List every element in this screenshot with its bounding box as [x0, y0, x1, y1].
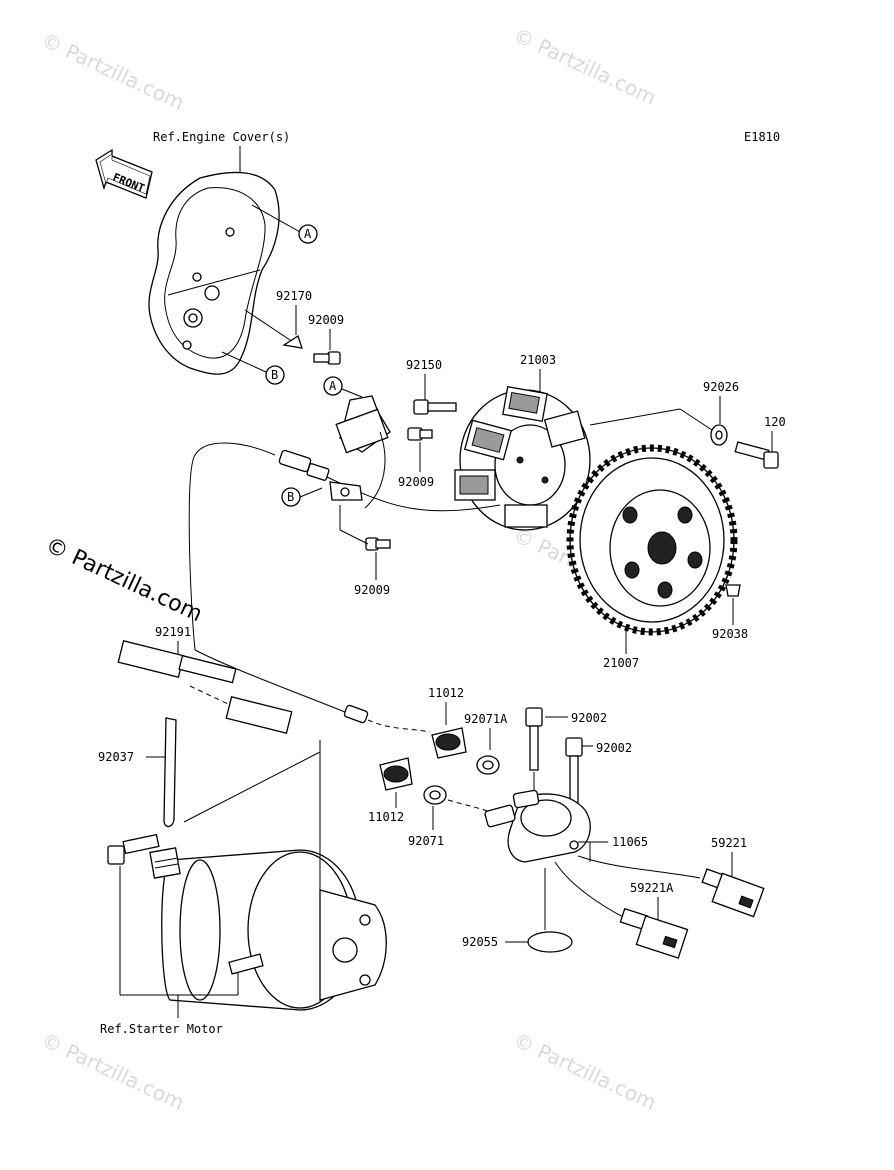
label-92002-bottom: 92002 [596, 741, 632, 755]
front-arrow-icon: FRONT [95, 148, 153, 199]
label-92009-mid: 92009 [398, 475, 434, 489]
label-92002-top: 92002 [571, 711, 607, 725]
cap-11012-lower [379, 757, 413, 791]
starter-bolt-top [107, 833, 160, 865]
connector-pickup [278, 449, 330, 481]
grommet-92170 [282, 335, 303, 349]
watermark-top-left: © Partzilla.com [38, 28, 188, 115]
bolt-92002-bottom [565, 737, 583, 805]
pickup-coil [335, 395, 391, 454]
key-92038 [725, 584, 741, 597]
diagram-code: E1810 [744, 130, 780, 144]
cap-11012-top [431, 727, 467, 759]
label-11012-lower: 11012 [368, 810, 404, 824]
label-92009-top: 92009 [308, 313, 344, 327]
starter-motor-drawing [149, 740, 387, 1011]
label-21007: 21007 [603, 656, 639, 670]
callout-a-lower-label: A [329, 379, 337, 393]
label-92170: 92170 [276, 289, 312, 303]
label-92037: 92037 [98, 750, 134, 764]
label-92055: 92055 [462, 935, 498, 949]
label-59221: 59221 [711, 836, 747, 850]
oring-92055 [527, 931, 573, 953]
watermark-bottom-left: © Partzilla.com [38, 1028, 188, 1115]
bolt-92009-top [313, 351, 341, 365]
grommet-92071A [476, 755, 500, 775]
label-92191: 92191 [155, 625, 191, 639]
label-92071: 92071 [408, 834, 444, 848]
label-92150: 92150 [406, 358, 442, 372]
label-92038: 92038 [712, 627, 748, 641]
callout-a-lower [323, 376, 343, 396]
watermark-bottom-right: © Partzilla.com [510, 1028, 660, 1115]
callout-a-top [298, 224, 318, 244]
housing-11065 [484, 789, 591, 863]
ref-engine-cover-label: Ref.Engine Cover(s) [153, 130, 290, 144]
label-92026: 92026 [703, 380, 739, 394]
grommet-92071 [423, 785, 447, 805]
stator-21003 [454, 385, 591, 531]
label-92009-lower: 92009 [354, 583, 390, 597]
engine-cover-drawing [148, 171, 280, 375]
label-92071A: 92071A [464, 712, 508, 726]
label-120: 120 [764, 415, 786, 429]
bolt-92002-top [525, 707, 543, 771]
starter-bolt-bottom [228, 953, 264, 975]
ref-starter-motor-label: Ref.Starter Motor [100, 1022, 223, 1036]
bolt-92009-lower [365, 537, 391, 551]
bolt-120 [734, 441, 779, 469]
watermark-main: © Partzilla.com [41, 533, 205, 627]
stud-92191 [117, 640, 293, 734]
callout-b-top [265, 365, 285, 385]
label-59221A: 59221A [630, 881, 674, 895]
connector-59221 [701, 868, 765, 918]
label-11012-top: 11012 [428, 686, 464, 700]
label-21003: 21003 [520, 353, 556, 367]
label-11065: 11065 [612, 835, 648, 849]
bolt-92150 [413, 399, 457, 415]
connector-59221A [619, 907, 689, 959]
callout-b-lower-label: B [287, 490, 294, 504]
callout-b-top-label: B [271, 368, 278, 382]
clip-92037 [163, 717, 177, 828]
flywheel-21007 [566, 444, 738, 636]
watermark-top-right: © Partzilla.com [510, 23, 660, 110]
connector-92191 [343, 704, 369, 724]
wire-clamp [329, 481, 363, 501]
callout-a-top-label: A [304, 227, 312, 241]
